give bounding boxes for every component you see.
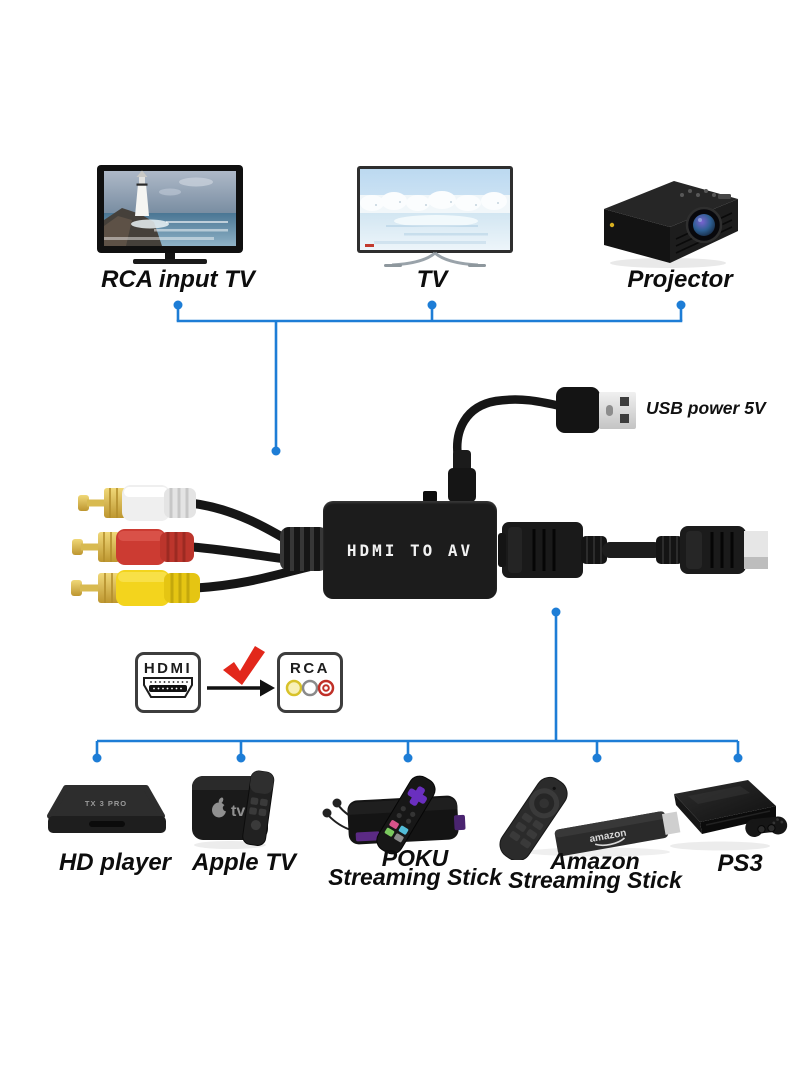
apple-tv-label: Apple TV	[191, 849, 296, 876]
hdmi-female-connector	[498, 522, 583, 578]
checkmark-icon	[223, 646, 265, 685]
rca-red-plug	[72, 529, 194, 565]
amazon-label: Amazon Streaming Stick	[500, 848, 690, 893]
rca-input-tv-image	[97, 165, 243, 264]
hdmi-port-icon	[143, 677, 193, 698]
hd-player-image: TX 3 PRO	[47, 785, 166, 833]
converter-label: HDMI TO AV	[346, 540, 474, 560]
ps3-image	[670, 780, 788, 851]
apple-tv-logo: tv	[231, 803, 245, 820]
hdmi-cable	[581, 536, 683, 564]
fire-stick: amazon	[554, 811, 681, 856]
fire-remote	[499, 776, 568, 860]
hd-player-label: HD player	[58, 849, 172, 876]
rca-ports-icon	[285, 679, 335, 697]
arrow-icon	[207, 679, 275, 697]
usb-a-metal-tip	[599, 392, 636, 429]
amazon-label-line2: Streaming Stick	[508, 867, 682, 893]
roku-label-line1: POKU	[381, 845, 449, 871]
hdmi-to-av-converter: HDMI TO AV	[323, 501, 497, 599]
converter-switch	[423, 491, 437, 502]
rca-port-box: RCA	[277, 652, 343, 713]
apple-tv-remote	[242, 770, 275, 846]
rca-white-plug	[78, 485, 196, 521]
hdmi-cable-image	[498, 522, 768, 578]
amazon-stick-image: amazon	[499, 776, 681, 860]
usb-power-label: USB power 5V	[646, 398, 766, 418]
amazon-label-line1: Amazon	[550, 848, 640, 874]
ps3-label: PS3	[717, 850, 763, 877]
micro-usb-plug-body	[448, 468, 476, 502]
rca-text: RCA	[290, 660, 330, 677]
hdmi-male-connector	[680, 526, 768, 574]
micro-usb-plug	[453, 450, 471, 472]
usb-cable-image	[453, 395, 561, 459]
tv-image	[357, 166, 513, 267]
roku-label-line2: Streaming Stick	[328, 864, 502, 890]
roku-label: POKU Streaming Stick	[320, 845, 510, 890]
tv-label: TV	[416, 266, 448, 293]
apple-tv-image: tv	[192, 770, 275, 849]
projector-label: Projector	[627, 266, 733, 293]
roku-streaming-image	[322, 775, 466, 855]
rca-input-tv-label: RCA input TV	[101, 266, 255, 293]
projector-image	[604, 181, 738, 268]
projector-lens	[693, 214, 715, 236]
hd-player-brand: TX 3 PRO	[85, 799, 127, 808]
rca-yellow-plug	[71, 570, 200, 606]
hdmi-port-box: HDMI	[135, 652, 201, 713]
ps3-controller	[745, 816, 788, 837]
apple-logo-icon	[212, 797, 230, 818]
rca-cables-image	[71, 485, 315, 606]
hdmi-text: HDMI	[143, 660, 193, 677]
roku-remote	[376, 775, 436, 855]
ps3-console	[674, 780, 776, 834]
converter-strain-relief	[280, 527, 328, 571]
usb-a-connector	[556, 387, 600, 433]
